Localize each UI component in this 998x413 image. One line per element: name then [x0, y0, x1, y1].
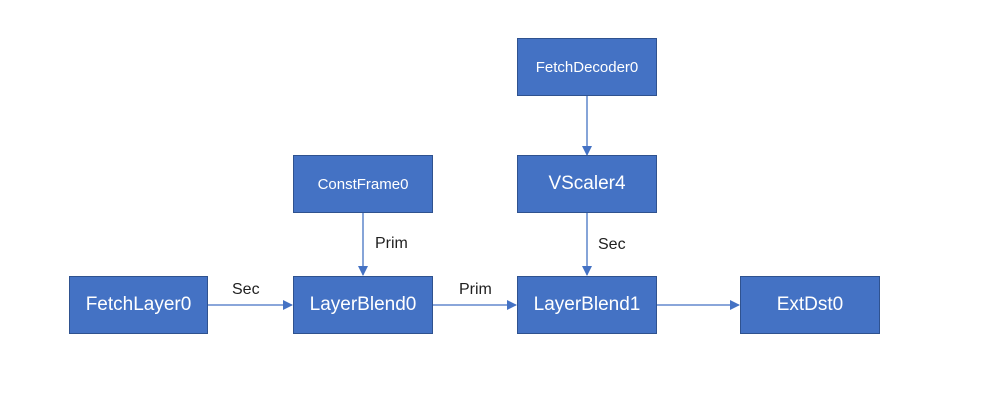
node-vscaler4: VScaler4: [517, 155, 657, 213]
node-constframe0: ConstFrame0: [293, 155, 433, 213]
node-fetchdecoder0: FetchDecoder0: [517, 38, 657, 96]
edge-label-layerblend0-prim: Prim: [459, 281, 492, 298]
edge-label-vscaler-sec: Sec: [598, 236, 626, 253]
node-layerblend0: LayerBlend0: [293, 276, 433, 334]
node-extdst0-label: ExtDst0: [776, 294, 844, 315]
node-constframe0-label: ConstFrame0: [317, 175, 409, 193]
node-fetchlayer0-label: FetchLayer0: [85, 294, 192, 315]
node-layerblend1: LayerBlend1: [517, 276, 657, 334]
node-extdst0: ExtDst0: [740, 276, 880, 334]
node-vscaler4-label: VScaler4: [548, 173, 626, 194]
node-layerblend0-label: LayerBlend0: [309, 294, 417, 315]
edge-label-constframe-prim: Prim: [375, 235, 408, 252]
node-fetchdecoder0-label: FetchDecoder0: [535, 58, 639, 76]
node-fetchlayer0: FetchLayer0: [69, 276, 208, 334]
edge-label-fetchlayer-sec: Sec: [232, 281, 260, 298]
node-layerblend1-label: LayerBlend1: [533, 294, 641, 315]
